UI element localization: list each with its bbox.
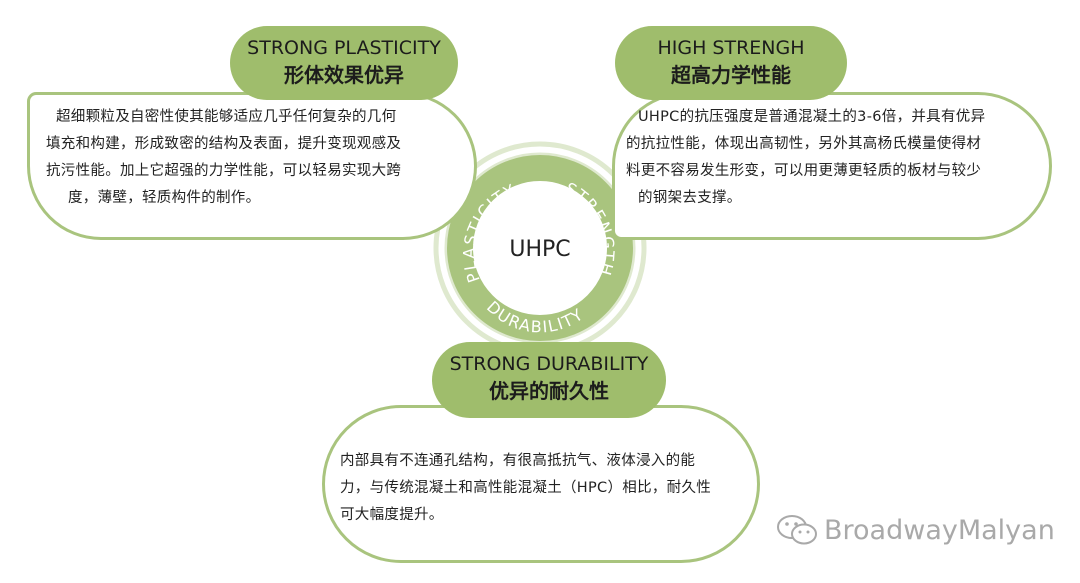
durability-line: 可大幅度提升。 [340, 507, 444, 523]
plasticity-card [27, 92, 477, 240]
plasticity-text: 超细颗粒及自密性使其能够适应几乎任何复杂的几何 填充和构建，形成致密的结构及表面… [46, 104, 466, 212]
plasticity-title-pill: STRONG PLASTICITY 形体效果优异 [230, 26, 458, 100]
durability-text: 内部具有不连通孔结构，有很高抵抗气、液体浸入的能 力，与传统混凝土和高性能混凝土… [340, 448, 752, 529]
durability-title-zh: 优异的耐久性 [489, 379, 609, 403]
durability-title-en: STRONG DURABILITY [449, 353, 649, 375]
center-label: UHPC [509, 237, 570, 262]
strength-line: 的钢架去支撑。 [638, 190, 742, 206]
plasticity-line: 度，薄壁，轻质构件的制作。 [68, 190, 261, 206]
strength-title-zh: 超高力学性能 [671, 63, 791, 87]
durability-card [322, 405, 760, 563]
plasticity-title-en: STRONG PLASTICITY [247, 37, 441, 59]
plasticity-title-zh: 形体效果优异 [284, 63, 404, 87]
strength-text: UHPC的抗压强度是普通混凝土的3-6倍，并具有优异 的抗拉性能，体现出高韧性，… [626, 104, 1041, 212]
strength-line: 料更不容易发生形变，可以用更薄更轻质的板材与较少 [626, 163, 982, 179]
strength-card [612, 92, 1052, 240]
plasticity-line: 填充和构建，形成致密的结构及表面，提升变现观感及 [46, 136, 402, 152]
strength-line: UHPC的抗压强度是普通混凝土的3-6倍，并具有优异 [638, 109, 986, 125]
strength-title-en: HIGH STRENGH [657, 37, 805, 59]
plasticity-line: 超细颗粒及自密性使其能够适应几乎任何复杂的几何 [56, 109, 397, 125]
strength-line: 的抗拉性能，体现出高韧性，另外其高杨氏模量使得材 [626, 136, 982, 152]
wechat-icon [777, 515, 817, 545]
watermark-text: BroadwayMalyan [824, 515, 1055, 546]
durability-line: 力，与传统混凝土和高性能混凝土（HPC）相比，耐久性 [340, 480, 712, 496]
center-disc [474, 182, 606, 314]
uhpc-emblem: PLASTICITY STRENGTH DURABILITY UHPC [433, 141, 647, 355]
durability-line: 内部具有不连通孔结构，有很高抵抗气、液体浸入的能 [340, 453, 696, 469]
green-ring [447, 155, 633, 341]
plasticity-line: 抗污性能。加上它超强的力学性能，可以轻易实现大跨 [46, 163, 402, 179]
durability-title-pill: STRONG DURABILITY 优异的耐久性 [432, 342, 666, 418]
strength-title-pill: HIGH STRENGH 超高力学性能 [615, 26, 847, 100]
